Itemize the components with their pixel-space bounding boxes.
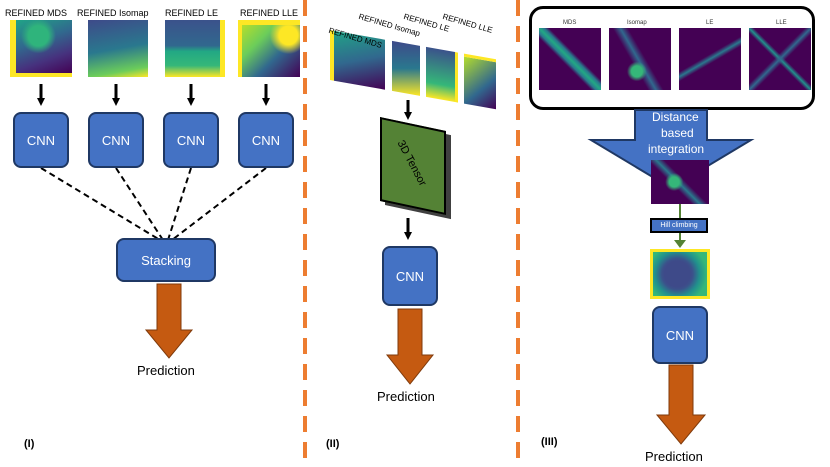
hill-climbing-box: Hill climbing — [650, 218, 708, 233]
image-label-isomap: REFINED Isomap — [77, 8, 149, 18]
prediction-arrow — [385, 308, 435, 385]
small-label-lle: LLE — [776, 20, 787, 26]
dashed-connector — [167, 167, 192, 241]
prediction-label: Prediction — [645, 449, 703, 464]
prediction-label: Prediction — [377, 389, 435, 404]
stacking-box: Stacking — [116, 238, 216, 282]
dashed-connector — [171, 167, 267, 241]
arrow-head-green — [674, 240, 686, 248]
separator-right — [516, 0, 520, 467]
image-label-mds: REFINED MDS — [5, 8, 68, 18]
cnn-box: CNN — [652, 306, 708, 364]
heatmap-mds — [10, 20, 72, 77]
cnn-box-mds: CNN — [13, 112, 69, 168]
cnn-box-lle: CNN — [238, 112, 294, 168]
heatmap-isomap — [88, 20, 148, 77]
separator-left — [303, 0, 307, 467]
cnn-box-le: CNN — [163, 112, 219, 168]
heatmap-le — [165, 20, 225, 77]
prediction-label: Prediction — [137, 363, 195, 378]
integrated-heatmap — [651, 160, 709, 204]
dashed-connector — [115, 167, 164, 241]
cnn-box-isomap: CNN — [88, 112, 144, 168]
panel2-arrows — [385, 100, 435, 385]
image-label-lle: REFINED LLE — [240, 8, 299, 18]
panel-tag-3: (III) — [541, 436, 558, 448]
integration-label-1: Distance — [652, 110, 699, 124]
small-label-le: LE — [706, 20, 714, 26]
heatmap-lle — [238, 20, 300, 77]
small-label-mds: MDS — [563, 20, 577, 26]
panel3-graphics — [587, 109, 755, 445]
dashed-connector — [40, 167, 161, 241]
panel-tag-1: (I) — [24, 438, 35, 450]
small-heatmap-lle — [749, 28, 811, 90]
prediction-arrow — [144, 283, 194, 359]
prediction-arrow — [655, 364, 707, 445]
integration-label-3: integration — [648, 142, 705, 156]
panel1-arrows — [37, 84, 270, 359]
small-heatmap-mds — [539, 28, 601, 90]
small-heatmap-le — [679, 28, 741, 90]
final-heatmap — [650, 249, 710, 299]
image-label-le: REFINED LE — [165, 8, 219, 18]
small-heatmap-isomap — [609, 28, 671, 90]
small-label-isomap: Isomap — [627, 20, 647, 26]
panel-tag-2: (II) — [326, 438, 340, 450]
integration-label-2: based — [661, 126, 694, 140]
cnn-box: CNN — [382, 246, 438, 306]
integration-arrow — [587, 109, 755, 190]
